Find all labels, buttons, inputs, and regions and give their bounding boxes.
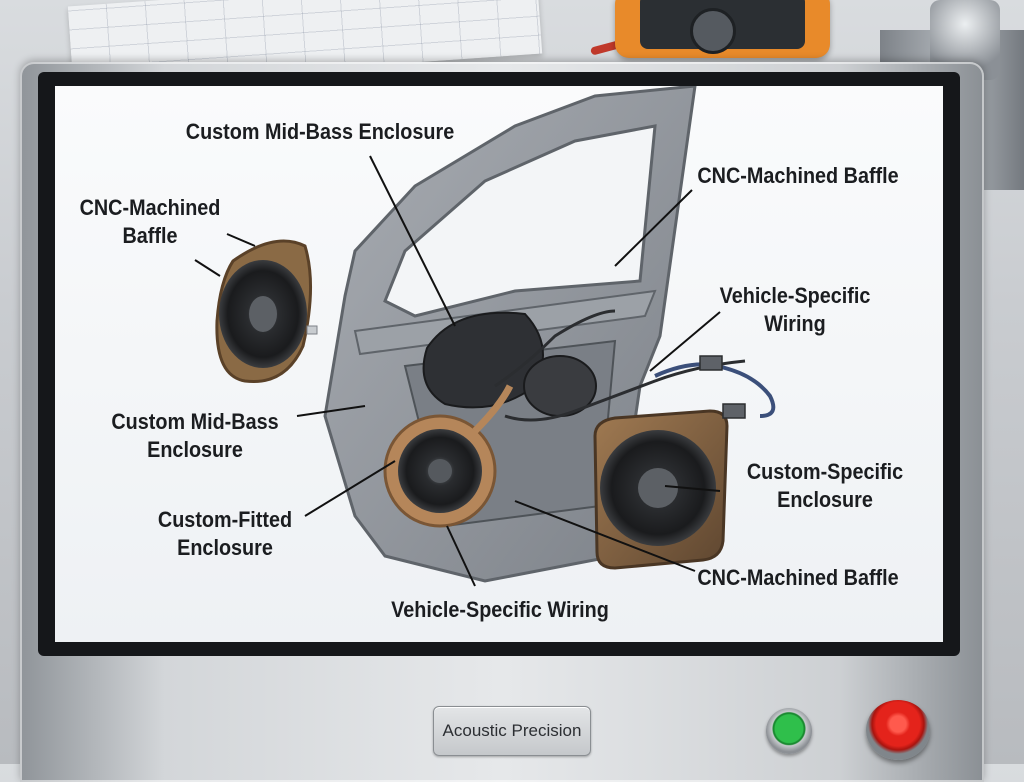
callout-vehicle-specific-wiring-bottom: Vehicle-Specific Wiring [370,596,631,624]
multimeter-dial [690,8,736,54]
leader-left-baffle-a [227,234,255,246]
wiring-harness [655,356,773,418]
start-button[interactable] [766,708,812,754]
callout-cnc-machined-baffle-right-top: CNC-Machined Baffle [686,162,911,190]
leader-left-baffle-b [195,260,220,276]
badge-label: Acoustic Precision [443,721,582,741]
emergency-stop-button[interactable] [866,700,930,760]
callout-custom-mid-bass-enclosure-top: Custom Mid-Bass Enclosure [181,118,460,146]
exploded-baffle-speaker [217,241,317,382]
callout-cnc-machined-baffle-bottom: CNC-Machined Baffle [686,564,911,592]
acoustic-precision-badge: Acoustic Precision [433,706,591,756]
